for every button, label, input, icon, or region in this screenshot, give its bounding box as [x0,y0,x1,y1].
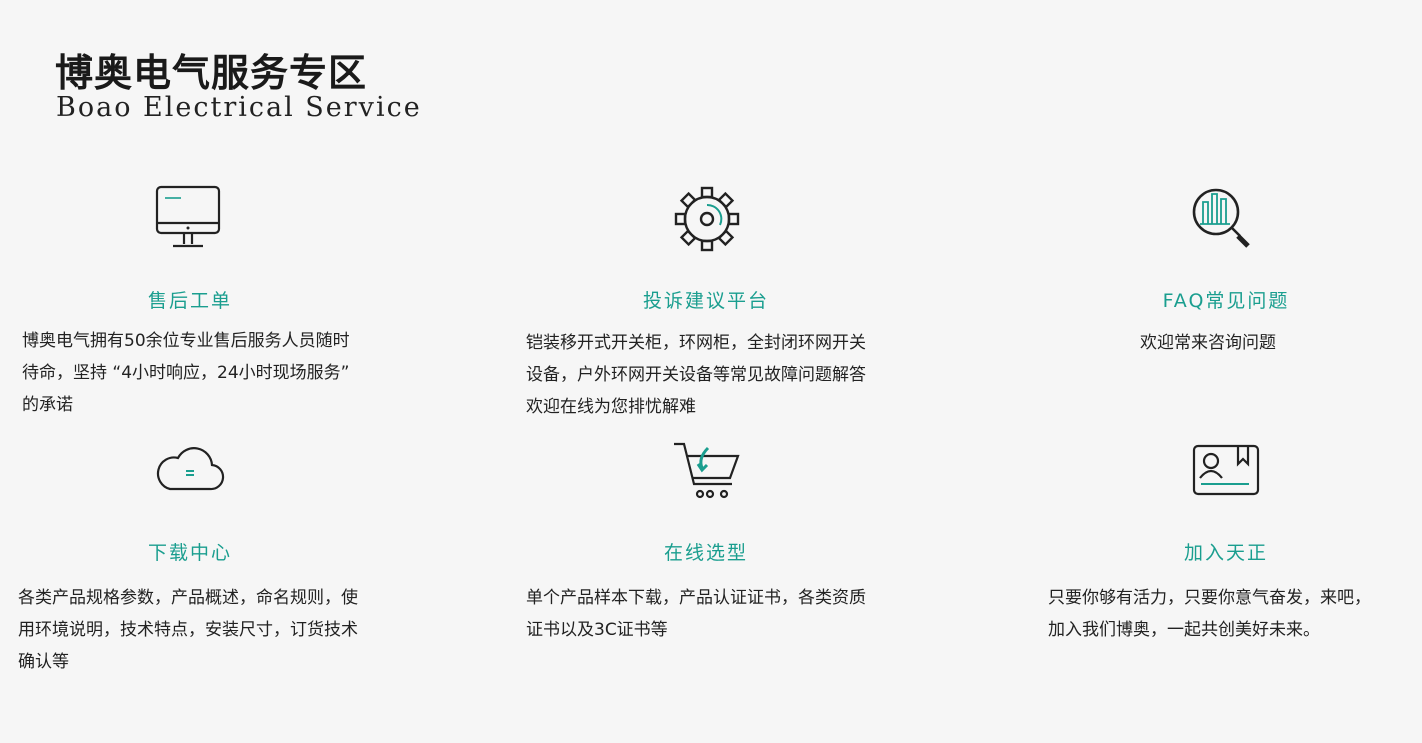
card-description: 只要你够有活力，只要你意气奋发，来吧， 加入我们博奥，一起共创美好未来。 [1048,588,1371,640]
id-card-icon [1191,438,1261,508]
card-title[interactable]: FAQ常见问题 [1162,290,1290,312]
monitor-icon [153,184,223,254]
card-description: 单个产品样本下载，产品认证证书，各类资质 证书以及3C证书等 [526,588,866,640]
gear-icon [672,184,742,254]
page-subtitle: Boao Electrical Service [56,92,422,123]
card-title[interactable]: 下载中心 [147,542,232,564]
card-description: 铠装移开式开关柜，环网柜，全封闭环网开关 设备，户外环网开关设备等常见故障问题解… [526,333,866,417]
cart-icon [672,438,742,508]
card-description: 博奥电气拥有50余位专业售后服务人员随时 待命，坚持 “4小时响应，24小时现场… [22,331,350,415]
card-title[interactable]: 加入天正 [1183,542,1268,564]
page-title: 博奥电气服务专区 [55,51,368,95]
search-chart-icon [1188,184,1258,254]
card-description: 各类产品规格参数，产品概述，命名规则，使 用环境说明，技术特点，安装尺寸，订货技… [18,588,358,672]
card-title[interactable]: 在线选型 [663,542,748,564]
card-title[interactable]: 售后工单 [147,290,232,312]
card-title[interactable]: 投诉建议平台 [642,290,769,312]
card-description: 欢迎常来咨询问题 [1140,333,1276,353]
cloud-icon [156,434,226,504]
